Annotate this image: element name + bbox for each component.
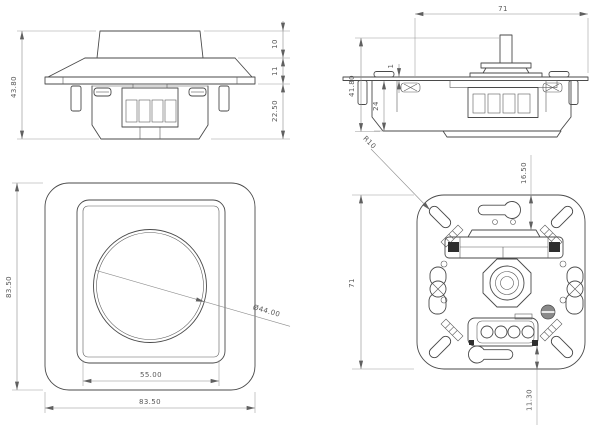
view-side-with-cover: 43.80 10 11 22.50	[10, 21, 290, 140]
adjust-screw	[540, 304, 556, 320]
yoke-plate-outline	[416, 194, 586, 370]
cover-frame-outline	[44, 182, 256, 391]
inner-frame-edge	[82, 205, 220, 358]
inner-frame-outline	[76, 199, 226, 364]
dim-frame-width: 83.50	[139, 398, 161, 406]
terminal-block-side-mech	[467, 87, 539, 118]
dial-knob-inner-edge	[96, 232, 204, 340]
claw-left	[428, 266, 447, 315]
dim-plate-width: 71	[498, 5, 508, 13]
cover-frame-side-outline	[44, 57, 256, 85]
dim-plate-to-body: 16.50	[520, 162, 528, 184]
dimmer-body-top	[444, 229, 564, 259]
corner-slots	[428, 205, 574, 359]
dim-plate-thickness: 1	[387, 64, 395, 69]
keyhole-slots	[468, 201, 521, 364]
dim-total-depth: 43.80	[10, 76, 18, 98]
terminal-block-side	[121, 83, 179, 128]
view-side-mechanism: 71 41.80 1 24	[342, 5, 589, 138]
dimensions-side-cover: 43.80 10 11 22.50	[10, 21, 290, 140]
dim-knob-height: 10	[271, 39, 279, 49]
dim-terminal-to-edge: 11.30	[526, 389, 534, 411]
dial-knob-outline	[93, 229, 207, 343]
dim-plate-height: 71	[348, 278, 356, 288]
dim-insert-depth: 24	[372, 101, 380, 111]
spindle-shaft	[469, 34, 543, 78]
dim-frame-height: 83.50	[5, 276, 13, 298]
view-back: R10 16.50 71 11.30	[348, 134, 586, 425]
spindle-bushing	[482, 258, 532, 308]
dimensions-side-mechanism: 71 41.80 1 24	[348, 5, 589, 132]
dim-body-depth: 22.50	[271, 100, 279, 122]
cover-knob-side-outline	[96, 30, 204, 59]
fixing-holes	[440, 219, 567, 304]
dim-corner-slot-radius: R10	[361, 134, 377, 150]
dim-inner-frame-width: 55.00	[140, 371, 162, 379]
dimensions-front: Ø44.00 55.00 83.50 83.50	[5, 182, 291, 413]
view-front: Ø44.00 55.00 83.50 83.50	[5, 182, 291, 413]
dim-frame-depth: 11	[271, 66, 279, 76]
breakoff-tabs	[440, 224, 563, 342]
dim-mech-total-depth: 41.80	[348, 75, 356, 97]
terminal-block-back	[467, 313, 539, 347]
claw-right	[565, 266, 584, 315]
mechanism-body	[371, 80, 572, 138]
dimensions-back: R10 16.50 71 11.30	[348, 134, 540, 425]
